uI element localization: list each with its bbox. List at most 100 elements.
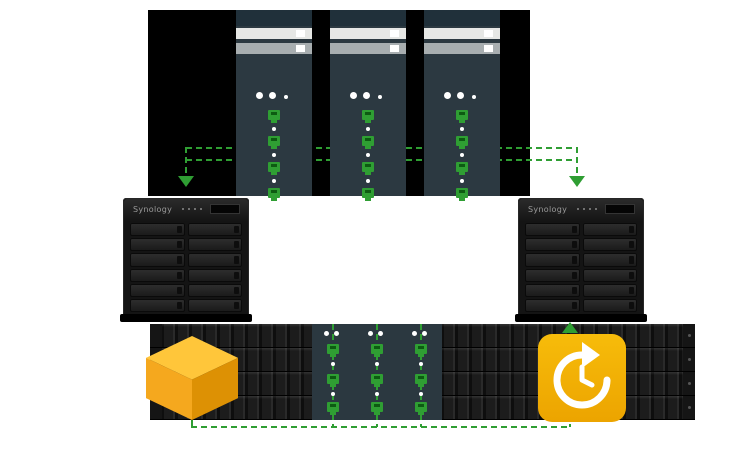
- port-led: [272, 153, 276, 157]
- lan-connector-icon: [362, 188, 374, 201]
- drive-bay: [582, 298, 637, 312]
- lan-connector-icon: [456, 162, 468, 175]
- drive-bay: [525, 253, 580, 267]
- tower-drive-tray-2: [424, 43, 500, 54]
- port-led: [375, 392, 379, 396]
- nas-base: [515, 314, 647, 322]
- lan-connector-icon: [362, 110, 374, 123]
- lan-connector-icon: [456, 136, 468, 149]
- lan-connector-icon: [268, 136, 280, 149]
- lan-connector-icon: [415, 374, 427, 387]
- lan-connector-icon: [371, 344, 383, 357]
- nas-front-top: Synology: [519, 199, 643, 221]
- port-led: [366, 179, 370, 183]
- arrow-down-right-icon: [569, 176, 585, 187]
- drive-bay: [187, 283, 242, 297]
- tower-drive-tray-1: [424, 28, 500, 39]
- lan-connector-icon: [456, 188, 468, 201]
- tray-handle: [296, 30, 305, 37]
- tray-handle: [484, 45, 493, 52]
- server-tower-3: [424, 10, 500, 201]
- tower-drive-tray-1: [236, 28, 312, 39]
- status-led-strip: [577, 208, 597, 210]
- drive-bay: [187, 238, 242, 252]
- lan-connector-icon: [268, 162, 280, 175]
- drive-bay: [187, 268, 242, 282]
- port-led: [324, 331, 329, 336]
- lan-connector-icon: [362, 136, 374, 149]
- port-led: [422, 331, 427, 336]
- port-led: [375, 362, 379, 366]
- port-led: [272, 127, 276, 131]
- port-led: [460, 153, 464, 157]
- lan-connector-icon: [268, 110, 280, 123]
- replication-drop-right: [576, 147, 578, 177]
- drive-bay: [582, 268, 637, 282]
- led-dot: [577, 208, 579, 210]
- tower-top-panel: [330, 10, 406, 26]
- port-led: [378, 331, 383, 336]
- port-led: [419, 362, 423, 366]
- drive-bay: [582, 253, 637, 267]
- drive-bay: [582, 238, 637, 252]
- lcd-display: [605, 204, 635, 214]
- lan-connector-icon: [362, 162, 374, 175]
- lan-connector-icon: [327, 374, 339, 387]
- port-led: [331, 392, 335, 396]
- server-tower-2: [330, 10, 406, 201]
- drive-bay: [525, 223, 580, 237]
- nas-desktop-left: Synology: [120, 198, 252, 322]
- drive-bay: [130, 298, 185, 312]
- status-led: [284, 95, 288, 99]
- rear-connector-column: [366, 324, 388, 420]
- drive-bay: [187, 298, 242, 312]
- tower-drive-tray-1: [330, 28, 406, 39]
- nas-desktop-right: Synology: [515, 198, 647, 322]
- tray-handle: [296, 45, 305, 52]
- status-led: [269, 92, 276, 99]
- drive-bay: [525, 268, 580, 282]
- led-dot: [200, 208, 202, 210]
- drive-bay-grid: [130, 223, 242, 312]
- circular-arrow-arc: [553, 351, 611, 409]
- port-led: [412, 331, 417, 336]
- circular-arrow-glyph: [553, 342, 611, 409]
- drive-bay: [130, 238, 185, 252]
- port-led: [368, 331, 373, 336]
- tower-top-panel: [236, 10, 312, 26]
- lan-connector-icon: [415, 344, 427, 357]
- drive-bay: [525, 298, 580, 312]
- drive-bay: [187, 253, 242, 267]
- tray-handle: [390, 30, 399, 37]
- drive-bay: [582, 283, 637, 297]
- tower-top-panel: [424, 10, 500, 26]
- brand-logo: Synology: [528, 205, 568, 214]
- lan-connector-icon: [327, 402, 339, 415]
- tower-drive-tray-2: [330, 43, 406, 54]
- backup-clock-icon: [538, 334, 626, 422]
- tower-drive-tray-2: [236, 43, 312, 54]
- led-dot: [188, 208, 190, 210]
- clock-hands: [579, 364, 595, 388]
- led-dot: [595, 208, 597, 210]
- rear-connector-column: [410, 324, 432, 420]
- port-led: [334, 331, 339, 336]
- led-dot: [583, 208, 585, 210]
- replication-drop-left: [185, 147, 187, 177]
- port-led: [331, 362, 335, 366]
- status-led: [378, 95, 382, 99]
- drive-bay: [130, 223, 185, 237]
- lcd-display: [210, 204, 240, 214]
- port-led: [460, 127, 464, 131]
- nas-front-top: Synology: [124, 199, 248, 221]
- status-led: [444, 92, 451, 99]
- status-led: [472, 95, 476, 99]
- lan-connector-icon: [371, 402, 383, 415]
- brand-logo: Synology: [133, 205, 173, 214]
- led-dot: [194, 208, 196, 210]
- status-led-strip: [182, 208, 202, 210]
- led-dot: [182, 208, 184, 210]
- port-led: [460, 179, 464, 183]
- tray-handle: [484, 30, 493, 37]
